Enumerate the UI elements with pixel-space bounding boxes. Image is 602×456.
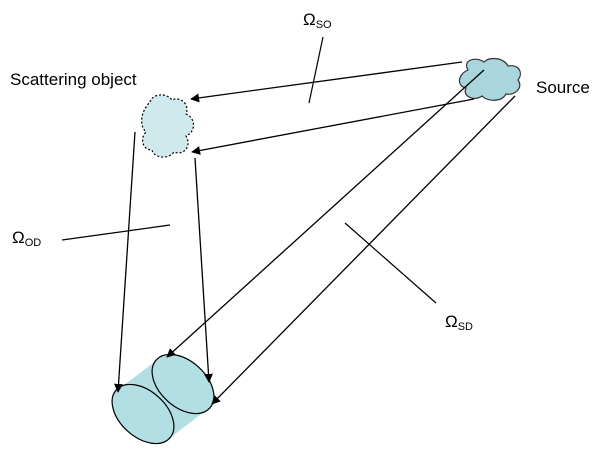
leader-omega-od	[61, 224, 171, 241]
omega-od-label: ΩOD	[12, 228, 41, 249]
arrow-object-to-detector-right	[194, 157, 213, 383]
omega-so-subscript: SO	[316, 19, 332, 31]
scattering-object-label: Scattering object	[10, 70, 137, 89]
arrow-source-to-object-top	[190, 61, 463, 103]
omega-od-symbol: Ω	[12, 228, 25, 247]
source-cloud	[458, 57, 521, 101]
omega-sd-label: ΩSD	[445, 312, 473, 333]
leader-omega-so	[308, 36, 324, 104]
detector-cylinder	[111, 353, 215, 445]
arrow-source-to-detector-lower	[211, 95, 516, 405]
source-label: Source	[536, 78, 590, 97]
arrow-source-to-detector-upper	[166, 69, 485, 358]
arrow-object-to-detector-left	[114, 131, 136, 393]
omega-od-subscript: OD	[25, 237, 42, 249]
omega-so-symbol: Ω	[303, 10, 316, 29]
scattering-object-shape	[141, 94, 195, 158]
omega-so-label: ΩSO	[303, 10, 332, 31]
leader-omega-sd	[344, 222, 437, 304]
omega-sd-subscript: SD	[458, 321, 473, 333]
arrow-source-to-object-bottom	[191, 98, 475, 155]
omega-sd-symbol: Ω	[445, 312, 458, 331]
